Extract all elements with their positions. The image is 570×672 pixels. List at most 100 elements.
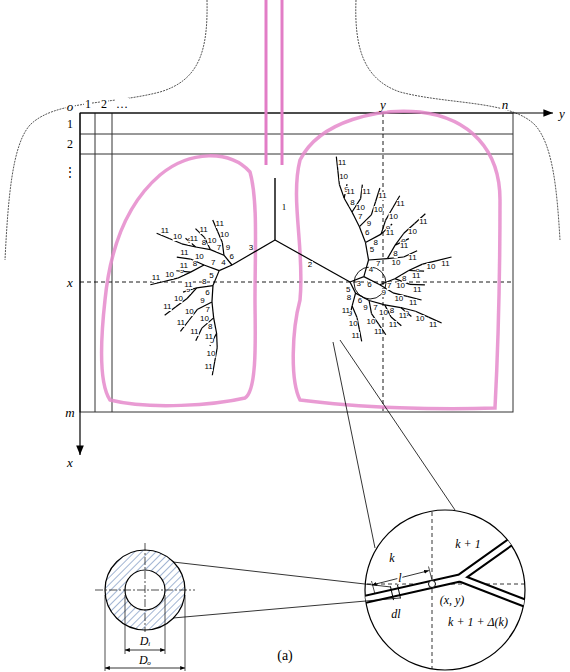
dimension-label: l [397,572,402,584]
airway-branch [365,243,368,260]
axis-label: y [558,107,566,120]
generation-number: 10 [339,173,348,181]
crosshair-line [80,282,513,283]
generation-number: 3 [249,244,253,252]
generation-number: 9 [363,304,367,312]
airway-branch [232,240,275,265]
generation-number: 11 [429,321,437,329]
generation-number: 10 [366,318,375,326]
generation-number: 5 [209,272,213,280]
generation-number: 10 [394,295,403,303]
generation-number: 10 [374,206,383,214]
dimension-label: (x, y) [439,594,466,606]
airway-branch [352,293,355,306]
dimension-label: k [388,552,395,564]
generation-number: 11 [342,307,350,315]
axis-label: n [501,98,510,111]
extension-line [372,581,376,594]
x-axis-arrow [79,113,80,455]
leader-line [173,562,391,587]
generation-number: 2 [308,261,312,269]
generation-number: 7 [376,260,380,268]
generation-number: 10 [185,308,194,316]
dimension-line [125,650,165,651]
generation-number: 11 [180,249,188,257]
airway-branch [214,318,217,333]
generation-number: 8 [202,239,206,247]
generation-number: 10 [173,233,182,241]
dimension-label: k + 1 + Δ(k) [447,616,509,628]
generation-number: 10 [396,282,405,290]
y-axis-arrow [80,112,553,113]
generation-number: 7 [358,213,362,221]
generation-number: 11 [346,188,354,196]
airway-branch [212,286,213,302]
airway-branch [213,271,219,286]
generation-number: 9 [226,244,230,252]
crosshair-line [383,113,384,412]
generation-number: 8 [373,239,377,247]
generation-number: 7 [217,244,221,252]
airway-branch [369,301,371,314]
generation-number: 10 [392,259,401,267]
generation-number: 11 [351,332,359,340]
dimension-label: dl [390,608,401,620]
airway-tube [350,521,540,603]
generation-number: 10 [207,350,216,358]
generation-number: 11 [190,328,198,336]
generation-number: 11 [396,200,404,208]
airway-branch [197,286,213,288]
leader-line [173,598,400,618]
axis-label: o [66,100,75,113]
generation-number: 9 [382,289,386,297]
airway-branch [274,178,275,240]
generation-number: 11 [399,312,407,320]
generation-number: 11 [184,281,192,289]
generation-number: 10 [379,309,388,317]
generation-number: 10 [427,263,436,271]
generation-number: 10 [195,253,204,261]
generation-number: 11 [152,274,160,282]
generation-number: 11 [408,254,416,262]
generation-number: 8 [208,323,212,331]
generation-number: 11 [386,229,394,237]
generation-number: 10 [416,315,425,323]
grid-column-line [95,113,96,412]
airway-tube [460,578,540,609]
generation-number: 6 [367,281,371,289]
grid-frame [80,113,513,412]
generation-number: 7 [211,259,215,267]
generation-number: 10 [200,315,209,323]
dimension-line [105,668,185,669]
generation-number: 11 [412,272,420,280]
axis-label: x [66,276,74,289]
generation-number: 11 [205,333,213,341]
airway-branch [222,242,224,255]
axis-label: 2 [100,98,108,110]
generation-number: 11 [419,218,427,226]
dimension-label: Dᵢ [139,635,152,647]
generation-number: 11 [216,220,224,228]
airway-branch [177,257,191,259]
generation-number: 8 [393,250,397,258]
generation-number: 11 [409,299,417,307]
generation-number: 7 [387,282,391,290]
dimension-line [372,571,429,585]
generation-number: 5 [346,286,350,294]
generation-number: 11 [204,363,212,371]
generation-number: 10 [389,213,398,221]
generation-number: 11 [163,303,171,311]
generation-number: 6 [230,253,234,261]
generation-number: 11 [190,235,198,243]
generation-number: 4 [221,259,225,267]
generation-number: 5 [370,246,374,254]
extension-line [125,595,126,654]
generation-number: 4 [369,266,373,274]
generation-number: 1 [281,203,288,212]
generation-number: 8 [350,199,354,207]
generation-number: 11 [161,227,169,235]
leader-line [333,342,375,548]
trachea-wall [265,0,268,165]
generation-number: 11 [338,159,346,167]
generation-number: 11 [378,192,386,200]
